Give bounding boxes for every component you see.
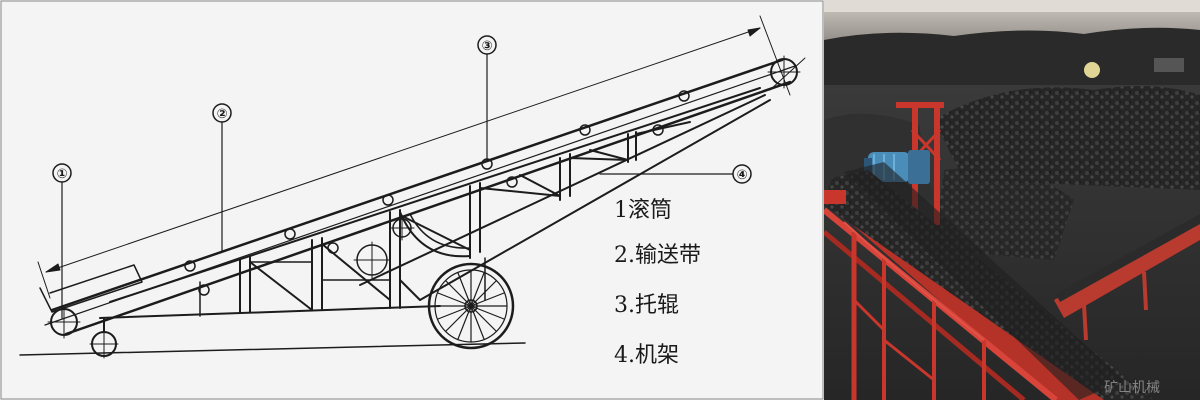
drum-pulleys xyxy=(47,55,806,339)
conveyor-diagram-panel: ① ② ③ ④ 1滚筒 2.输送带 3.托辊 4.机架 xyxy=(0,0,824,400)
watermark-text: 矿山机械 xyxy=(1104,380,1160,396)
legend-item-drum: 1滚筒 xyxy=(614,198,672,223)
svg-text:③: ③ xyxy=(481,39,492,54)
secondary-conveyor xyxy=(1054,214,1200,341)
legend-item-belt: 2.输送带 xyxy=(614,243,701,268)
idler-rollers xyxy=(184,90,690,296)
machine-frame xyxy=(99,87,771,319)
svg-text:②: ② xyxy=(216,107,227,122)
transport-wheel xyxy=(427,262,515,350)
legend-item-frame: 4.机架 xyxy=(614,343,679,368)
callout-4: ④ xyxy=(732,164,752,184)
legend-item-idler: 3.托辊 xyxy=(614,293,679,318)
callout-1: ① xyxy=(52,163,72,183)
svg-text:①: ① xyxy=(56,167,67,182)
svg-text:④: ④ xyxy=(736,168,747,183)
callout-3: ③ xyxy=(477,35,497,55)
main-coal-conveyor xyxy=(824,162,1154,400)
coal-yard-scene: 矿山机械 xyxy=(824,0,1200,400)
callout-2: ② xyxy=(212,103,232,123)
coal-conveyor-photo: 矿山机械 xyxy=(824,0,1200,400)
parts-legend: 1滚筒 2.输送带 3.托辊 4.机架 xyxy=(614,198,701,368)
conveyor-line-drawing: ① ② ③ ④ 1滚筒 2.输送带 3.托辊 4.机架 xyxy=(0,0,824,400)
